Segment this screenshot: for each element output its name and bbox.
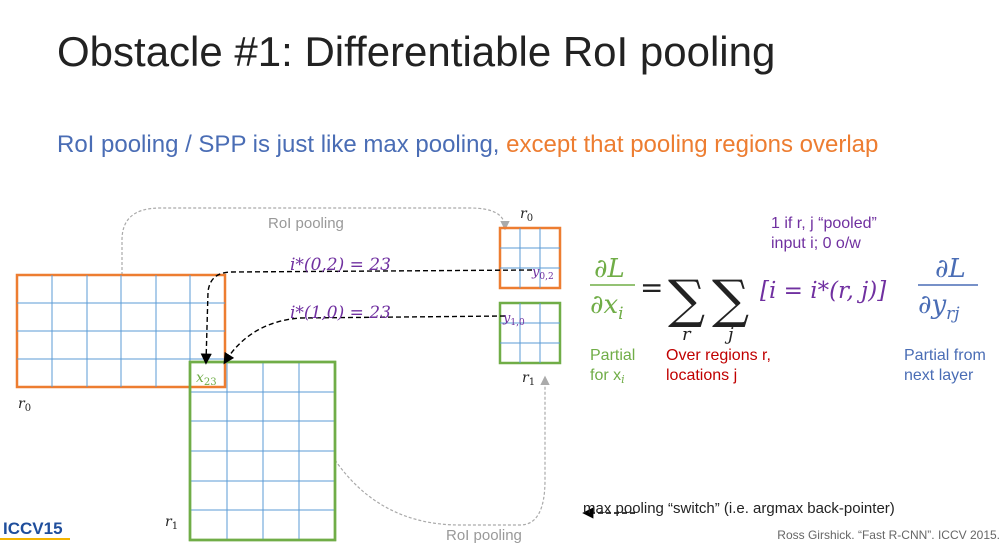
partial-next-line1: Partial from <box>904 347 986 364</box>
over-regions-line2: locations j <box>666 367 738 384</box>
roi-pooling-arrow-top <box>121 207 510 275</box>
lhs-denominator: ∂xi <box>590 290 624 324</box>
slide-subtitle: RoI pooling / SPP is just like max pooli… <box>57 130 937 160</box>
cell-x23-label: x23 <box>196 370 217 388</box>
sum-over-r: ∑ <box>668 270 705 330</box>
indicator-note-line2: input i; 0 o/w <box>771 235 861 252</box>
switch-label-top: i*(0,2) = 23 <box>290 255 391 275</box>
top-arrow-label: RoI pooling <box>268 215 344 232</box>
slide-title: Obstacle #1: Differentiable RoI pooling <box>57 28 776 75</box>
partial-xi-line2: for xi <box>590 367 625 386</box>
over-regions-note: Over regions r, locations j <box>666 346 771 386</box>
sum-j-index: j <box>724 324 734 345</box>
indicator-note: 1 if r, j “pooled” input i; 0 o/w <box>771 214 877 254</box>
roi-pooling-arrow-bottom <box>334 375 550 526</box>
partial-next-note: Partial from next layer <box>904 346 986 386</box>
switch-arrow-from-y02 <box>200 269 533 365</box>
rhs-denominator: ∂yrj <box>918 290 960 324</box>
over-regions-line1: Over regions r, <box>666 347 771 364</box>
subtitle-blue-part: RoI pooling / SPP is just like max pooli… <box>57 131 500 158</box>
r1-output-label: r1 <box>522 370 535 388</box>
partial-next-line2: next layer <box>904 367 974 384</box>
switch-legend-text: max pooling “switch” (i.e. argmax back-p… <box>583 500 895 517</box>
output-r0-grid <box>498 226 562 290</box>
lhs-numerator: ∂L <box>594 254 625 284</box>
bottom-arrow-label: RoI pooling <box>446 527 522 544</box>
partial-xi-note: Partial for xi <box>590 346 635 390</box>
r0-output-label: r0 <box>520 206 533 224</box>
subtitle-orange-part: except that pooling regions overlap <box>499 131 879 158</box>
indicator-note-line1: 1 if r, j “pooled” <box>771 215 877 232</box>
indicator-term: [i = i*(r, j)] <box>760 278 886 304</box>
partial-xi-line1: Partial <box>590 347 636 364</box>
region-r0-grid <box>15 273 227 389</box>
y02-label: y0,2 <box>531 265 554 282</box>
switch-arrow-from-y10 <box>223 315 506 365</box>
r1-input-label: r1 <box>165 514 178 532</box>
y10-label: y1,0 <box>502 311 525 328</box>
sum-over-j: ∑ <box>712 270 749 330</box>
iccv-logo: ICCV15 <box>0 512 72 544</box>
output-r1-grid <box>498 301 562 365</box>
region-r1-grid <box>188 360 337 542</box>
equals-sign: = <box>640 271 663 304</box>
switch-label-bottom: i*(1,0) = 23 <box>290 303 391 323</box>
rhs-numerator: ∂L <box>935 254 966 284</box>
gradient-equation: ∂L ∂xi = ∑ ∑ r j [i = i*(r, j)] ∂L ∂yrj <box>590 254 978 345</box>
citation: Ross Girshick. “Fast R-CNN”. ICCV 2015. <box>777 528 1000 542</box>
logo-text: ICCV15 <box>3 519 63 538</box>
r0-input-label: r0 <box>18 396 31 414</box>
sum-r-index: r <box>682 324 692 345</box>
